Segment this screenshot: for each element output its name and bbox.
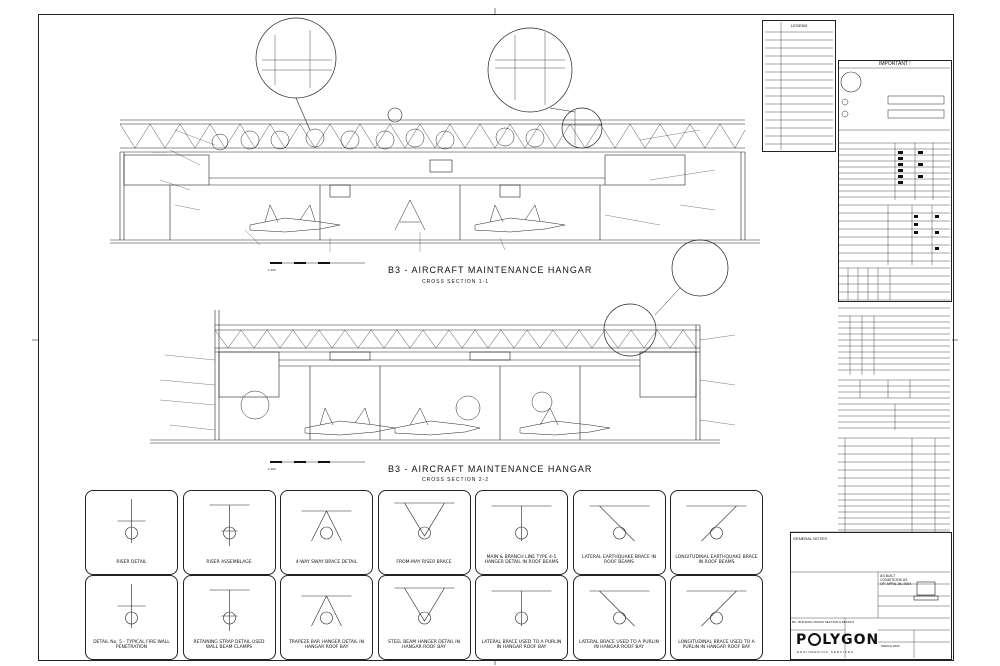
detail-sketch [686, 505, 747, 542]
detail-panel: LATERAL EARTHQUAKE BRACE IN ROOF BEAMS [572, 490, 666, 575]
detail-sketch [117, 584, 146, 628]
general-notes-title: GENERAL NOTES [793, 536, 827, 541]
detail-sketch [301, 595, 352, 627]
detail-caption: STEEL BEAM HANGER DETAIL IN HANGAR ROOF … [387, 640, 460, 650]
detail-sketch [394, 502, 454, 540]
detail-sketch [491, 505, 552, 541]
section-subtitle-lower: CROSS SECTION 2-2 [422, 477, 490, 483]
note-text: ─ ─ ─ ─ ─ [152, 150, 166, 154]
detail-caption: LATERAL BRACE USED TO A PURLIN IN HANGAR… [481, 640, 562, 650]
detail-caption: MAIN & BRANCH LINE TYPE 4-1 HANGER DETAI… [484, 555, 559, 565]
logo-p: P [796, 632, 808, 648]
detail-panel: RISER DETAIL [85, 490, 178, 575]
legend-box: LEGEND [762, 20, 836, 152]
detail-sketch [301, 510, 352, 542]
detail-panel: LATERAL BRACE USED TO A PURLIN IN HANGAR… [572, 575, 666, 660]
detail-panel: TRAPEZE BAR HANGER DETAIL IN HANGAR ROOF… [280, 575, 373, 660]
detail-caption: 4-WAY SWAY BRACE DETAIL [295, 560, 358, 565]
detail-sketch [589, 590, 649, 627]
scale-label-lower: 1:100 [268, 467, 276, 471]
detail-caption: DETAIL No. 5 - TYPICAL FIRE WALL PENETRA… [93, 640, 170, 650]
project-title: B3 - BUILDING CROSS SECTION & DETAILS [792, 620, 855, 624]
detail-sketch [589, 505, 649, 542]
detail-caption: RISER ASSEMBLAGE [206, 560, 252, 565]
detail-sketch [686, 590, 747, 627]
detail-sketch [209, 504, 249, 546]
detail-caption: RISER DETAIL [116, 560, 147, 565]
detail-caption: RETAINING STRAP DETAIL USED WALL BEAM CL… [193, 640, 265, 650]
detail-panel: RETAINING STRAP DETAIL USED WALL BEAM CL… [182, 575, 276, 660]
logo-o-icon [808, 633, 822, 646]
section-title-lower: B3 - AIRCRAFT MAINTENANCE HANGAR [388, 464, 593, 474]
detail-sketch [394, 587, 454, 625]
important-box: IMPORTANT ! [838, 60, 952, 302]
detail-caption: FROM-MAY RISER BRACE [396, 560, 452, 565]
detail-panel: RISER ASSEMBLAGE [182, 490, 276, 575]
important-title: IMPORTANT ! [879, 61, 911, 67]
as-built-note: AS BUILT CONDITIONS AS OF: APRIL 26, 200… [880, 574, 912, 586]
scale-label-upper: 1:100 [268, 268, 276, 272]
drawing-date: MARCH 2002 [881, 644, 900, 648]
detail-sketch [117, 499, 146, 543]
detail-panel: LONGITUDINAL EARTHQUAKE BRACE IN ROOF BE… [670, 490, 763, 575]
detail-caption: LATERAL EARTHQUAKE BRACE IN ROOF BEAMS [581, 555, 657, 565]
sheet-border [38, 14, 954, 661]
detail-caption: LONGITUDINAL BRACE USED TO A PURLIN IN H… [678, 640, 755, 650]
company-tagline: ENGINEERING SERVICES [797, 650, 854, 654]
company-logo: P LYGON [796, 632, 879, 648]
detail-panel: LONGITUDINAL BRACE USED TO A PURLIN IN H… [670, 575, 763, 660]
detail-panel: DETAIL No. 5 - TYPICAL FIRE WALL PENETRA… [85, 575, 178, 660]
detail-panel: FROM-MAY RISER BRACE [377, 490, 471, 575]
detail-sketch [491, 590, 552, 626]
detail-panel: STEEL BEAM HANGER DETAIL IN HANGAR ROOF … [377, 575, 471, 660]
detail-caption: LATERAL BRACE USED TO A PURLIN IN HANGAR… [579, 640, 659, 650]
detail-sketch [209, 589, 249, 631]
detail-panel: MAIN & BRANCH LINE TYPE 4-1 HANGER DETAI… [475, 490, 568, 575]
section-subtitle-upper: CROSS SECTION 1-1 [422, 279, 490, 285]
legend-title: LEGEND [791, 23, 808, 28]
logo-rest: LYGON [822, 632, 880, 648]
detail-caption: TRAPEZE BAR HANGER DETAIL IN HANGAR ROOF… [289, 640, 364, 650]
detail-panel: 4-WAY SWAY BRACE DETAIL [280, 490, 373, 575]
detail-caption: LONGITUDINAL EARTHQUAKE BRACE IN ROOF BE… [675, 555, 758, 565]
detail-panel: LATERAL BRACE USED TO A PURLIN IN HANGAR… [475, 575, 568, 660]
section-title-upper: B3 - AIRCRAFT MAINTENANCE HANGAR [388, 265, 593, 275]
title-block [790, 532, 952, 660]
